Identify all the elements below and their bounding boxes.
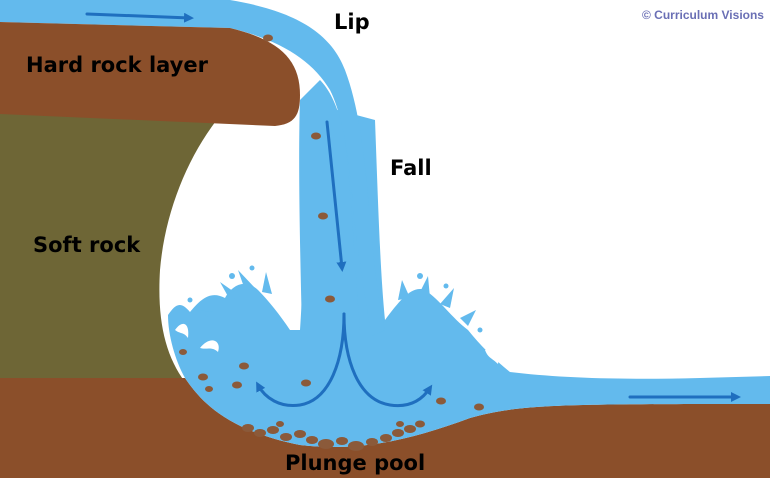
plunge-pool-water xyxy=(168,100,770,447)
upstream-flow-arrow xyxy=(85,12,194,23)
fall-label: Fall xyxy=(390,156,432,180)
flow-arrows xyxy=(85,12,741,408)
right-eddy-arrow xyxy=(342,312,433,408)
falling-water-arrow xyxy=(325,120,347,272)
pebbles xyxy=(179,34,484,451)
hard-rock-layer xyxy=(0,22,300,126)
river-bed xyxy=(0,378,770,478)
copyright-notice: © Curriculum Visions xyxy=(642,8,764,22)
soft-rock-label: Soft rock xyxy=(33,233,141,257)
hard-rock-label: Hard rock layer xyxy=(26,53,209,77)
splash-droplets xyxy=(187,265,483,333)
splash-highlights xyxy=(175,323,499,364)
soft-rock-layer xyxy=(0,100,225,382)
lip-label: Lip xyxy=(334,10,370,34)
left-eddy-arrow xyxy=(256,312,346,408)
plunge-pool-label: Plunge pool xyxy=(285,451,425,475)
